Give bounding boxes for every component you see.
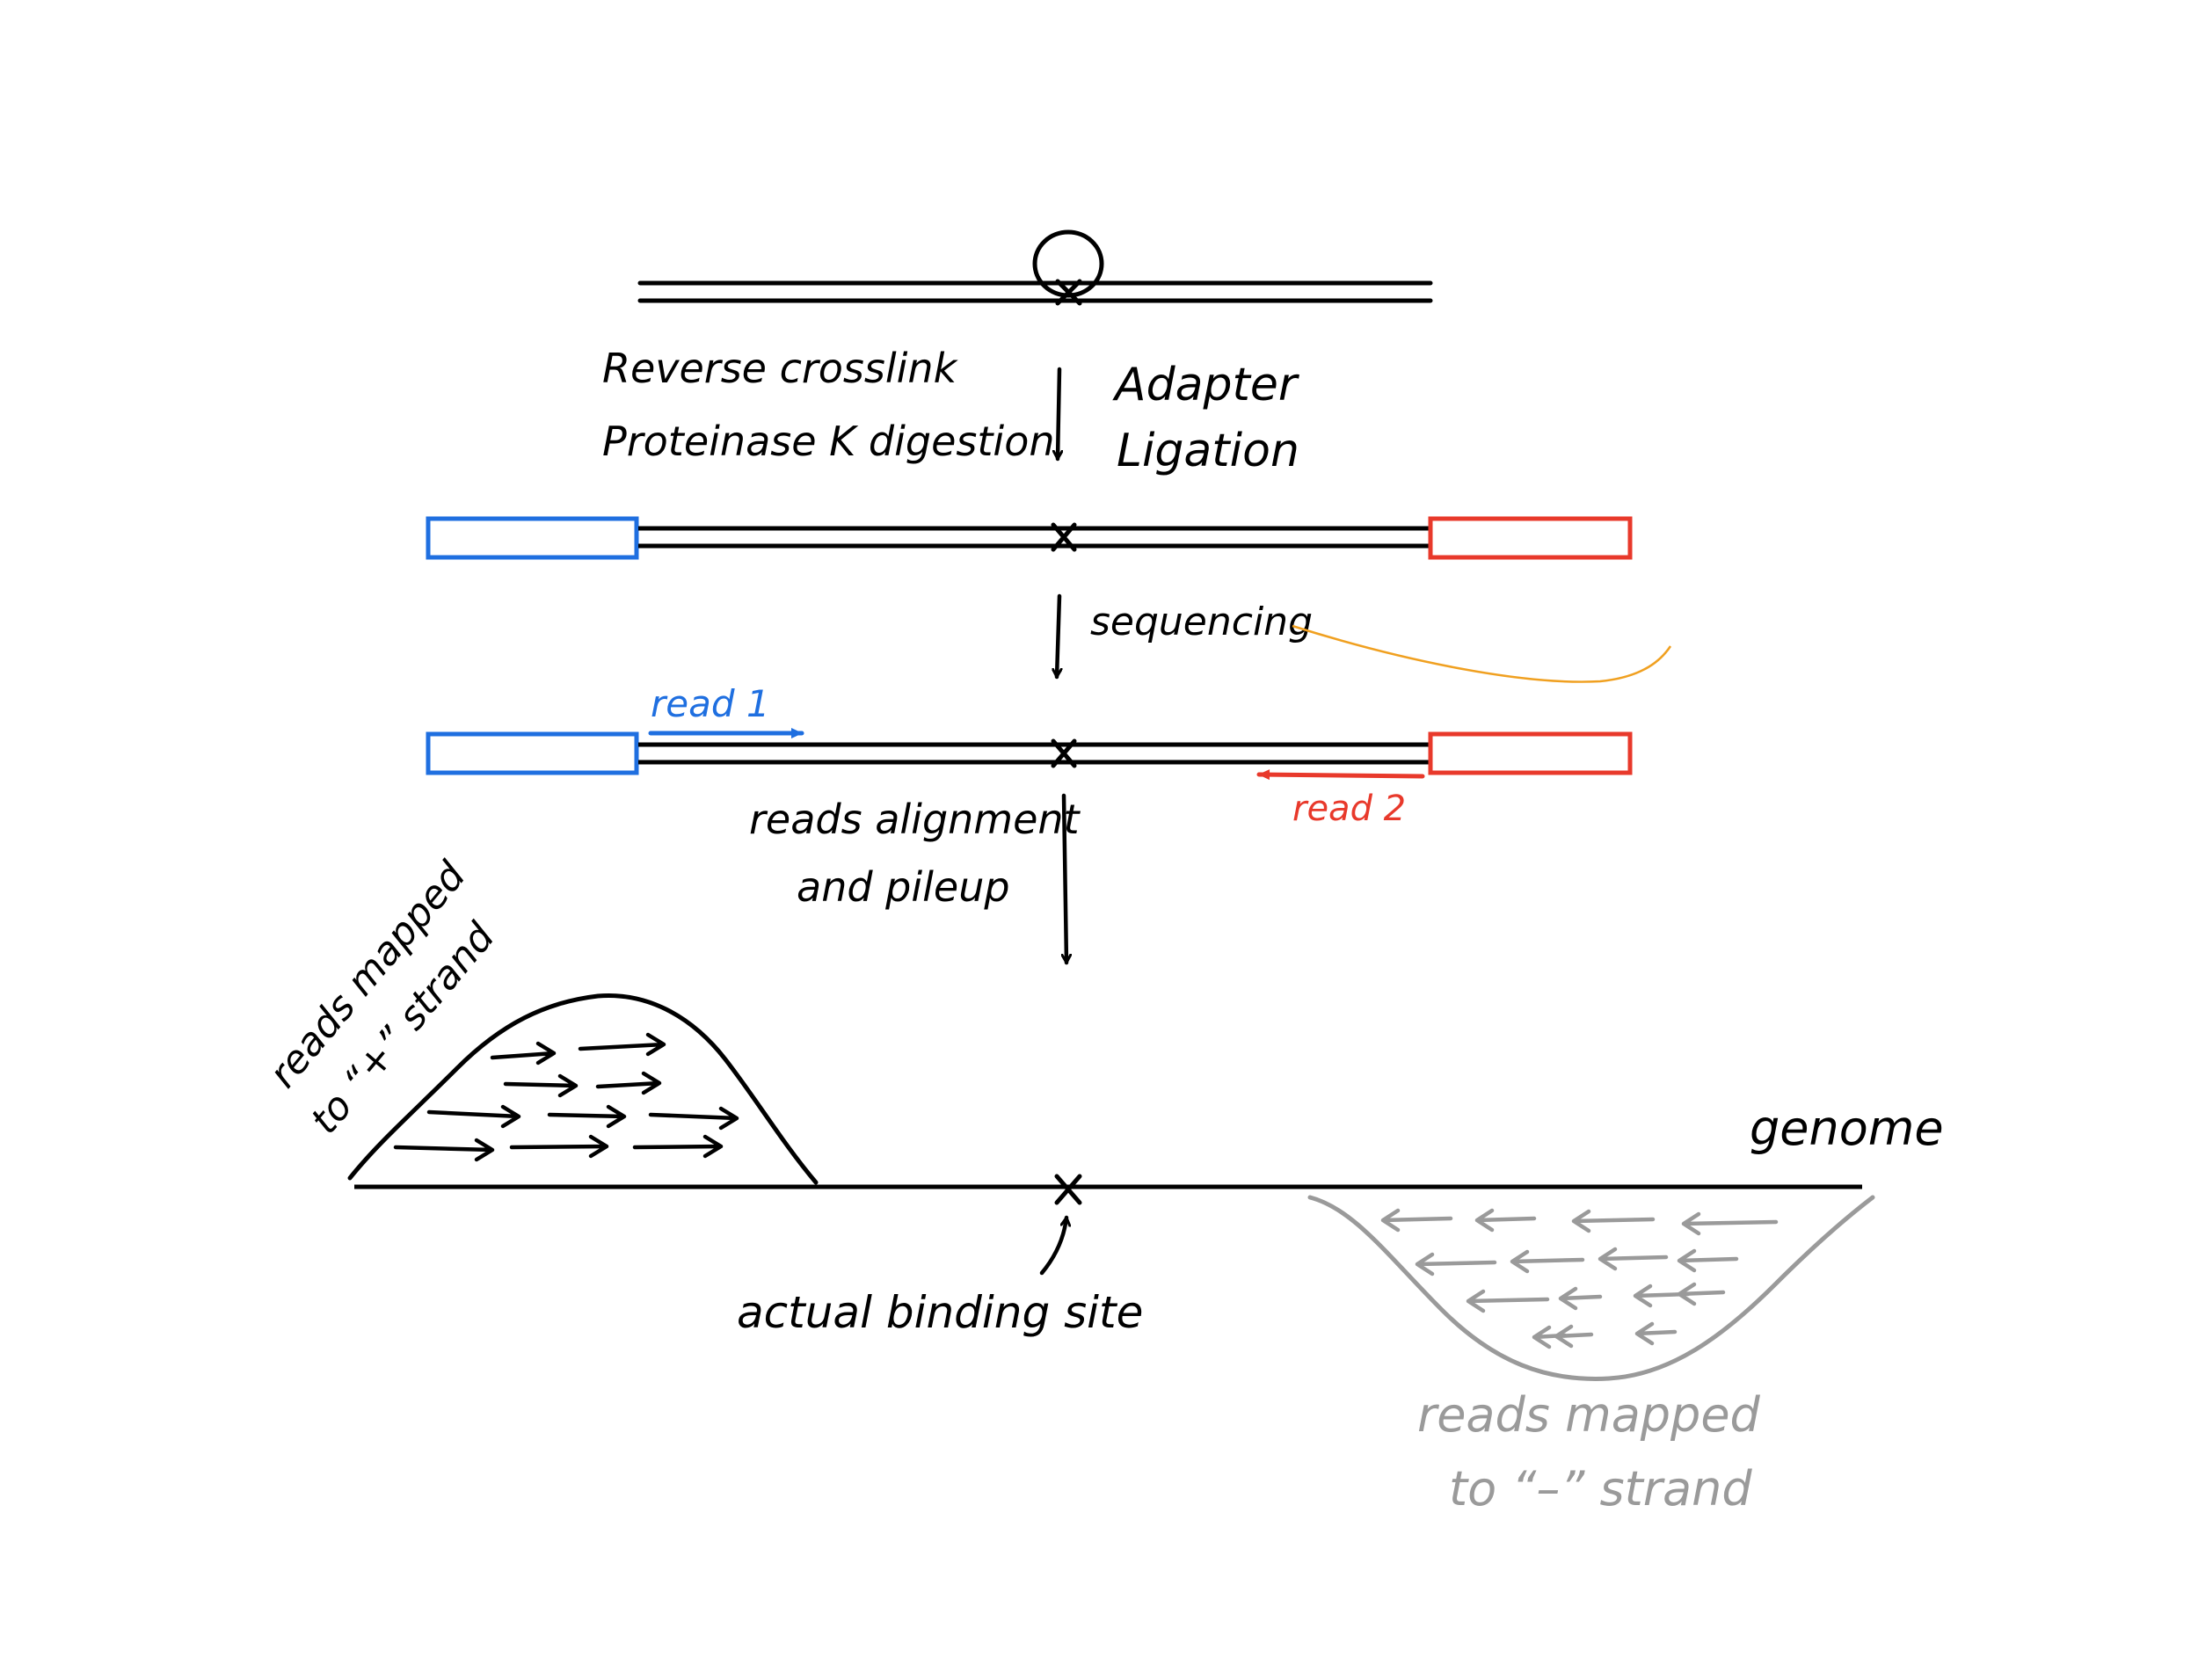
actual-binding-site-label: actual binding site bbox=[737, 1287, 1143, 1338]
minus-strand-read-arrows bbox=[1380, 1208, 1779, 1349]
protein-circle bbox=[1032, 229, 1104, 298]
read-arrow bbox=[1677, 1248, 1739, 1273]
read-arrow bbox=[1466, 1289, 1550, 1313]
sequencing-label: sequencing bbox=[1090, 600, 1313, 644]
adapter-3p-box bbox=[1428, 731, 1633, 775]
proteinase-k-label: Proteinase K digestion bbox=[602, 418, 1055, 465]
read-arrow bbox=[1571, 1209, 1656, 1233]
crosslink-x-mark bbox=[1051, 738, 1077, 768]
read2-arrow bbox=[1256, 769, 1425, 781]
adapter-label: Adapter bbox=[1112, 359, 1300, 411]
read-arrow bbox=[1554, 1324, 1594, 1349]
read-arrow bbox=[1634, 1321, 1678, 1346]
plus-strand-read-arrows bbox=[393, 1032, 739, 1162]
step-arrow-ligation bbox=[1058, 367, 1059, 462]
read-arrow bbox=[578, 1032, 666, 1057]
read2-label: read 2 bbox=[1292, 789, 1406, 829]
adapter-5p-box bbox=[426, 516, 639, 560]
adapter-5p-box bbox=[426, 731, 639, 775]
read-arrow bbox=[1677, 1282, 1726, 1306]
read-arrow bbox=[1415, 1252, 1497, 1276]
and-pileup-label: and pileup bbox=[797, 863, 1010, 911]
read-arrow bbox=[1380, 1208, 1453, 1233]
stage3-paired-end-reads: read 1 read 2 bbox=[426, 682, 1633, 829]
read-arrow bbox=[1474, 1208, 1537, 1233]
plus-strand-label: reads mapped to “+” strand bbox=[260, 853, 504, 1143]
step-arrow-alignment bbox=[1064, 793, 1066, 965]
stage4-genome-pileup: genome actual binding site reads mapped … bbox=[260, 853, 1944, 1516]
read-arrow bbox=[1681, 1211, 1779, 1236]
stage2-adapter-ligated-dna bbox=[426, 516, 1633, 560]
adapter-3p-box bbox=[1428, 516, 1633, 560]
read-arrow bbox=[648, 1106, 739, 1131]
read-arrow bbox=[547, 1104, 627, 1129]
plus-strand-peak bbox=[347, 993, 819, 1185]
read-arrow bbox=[595, 1071, 662, 1095]
read-arrow bbox=[426, 1104, 521, 1129]
read-arrow bbox=[503, 1073, 579, 1098]
crosslink-x-mark bbox=[1055, 279, 1082, 306]
read-arrow bbox=[632, 1134, 724, 1159]
ligation-label: Ligation bbox=[1117, 425, 1299, 477]
annotation-curve bbox=[1292, 624, 1672, 683]
read-arrow bbox=[490, 1041, 557, 1065]
stage1-dna-with-protein bbox=[637, 229, 1433, 306]
step-arrow-sequencing bbox=[1057, 593, 1059, 680]
read-arrow bbox=[1510, 1249, 1585, 1274]
reads-minus-line2: to “–” strand bbox=[1449, 1461, 1752, 1516]
read1-label: read 1 bbox=[651, 682, 770, 725]
genome-label: genome bbox=[1750, 1101, 1944, 1156]
reads-minus-line1: reads mapped bbox=[1417, 1387, 1761, 1443]
minus-strand-valley bbox=[1307, 1195, 1875, 1381]
reads-alignment-label: reads alignment bbox=[749, 796, 1081, 843]
crosslink-x-mark bbox=[1051, 522, 1077, 552]
reverse-crosslink-label: Reverse crosslink bbox=[602, 345, 959, 392]
binding-site-pointer-arrow bbox=[1039, 1215, 1066, 1276]
read-arrow bbox=[1598, 1247, 1669, 1271]
binding-site-x-mark bbox=[1054, 1174, 1082, 1205]
read-arrow bbox=[1558, 1286, 1603, 1311]
read-arrow bbox=[393, 1138, 495, 1162]
read-arrow bbox=[509, 1134, 609, 1159]
